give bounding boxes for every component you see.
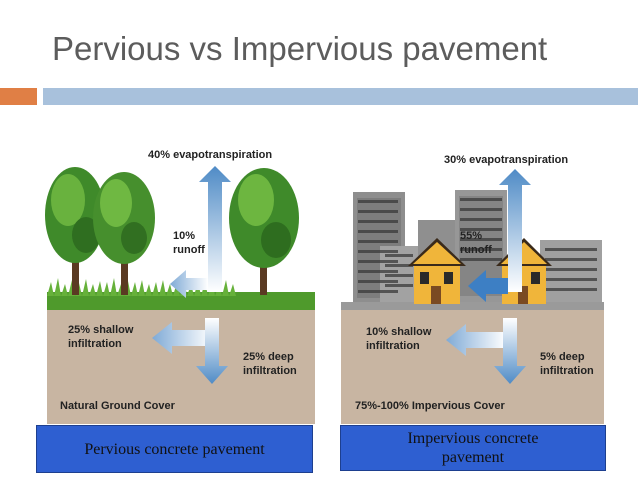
deep-infiltration-label-2: infiltration [243,365,297,377]
ground-layer [341,310,604,424]
evapotranspiration-label: 40% evapotranspiration [148,149,272,161]
runoff-arrow-icon [468,270,508,302]
tree-icon [229,168,299,295]
evapotranspiration-label: 30% evapotranspiration [444,154,568,166]
accent-bar-blue [43,88,638,105]
pervious-panel: 40% evapotranspiration 10% runoff 25% sh… [45,149,315,424]
deep-infiltration-label: 5% deep [540,351,585,363]
house-icon [408,238,466,304]
deep-infiltration-label-2: infiltration [540,365,594,377]
evapotranspiration-arrow-icon [499,169,531,292]
pervious-caption: Pervious concrete pavement [36,425,313,473]
slide-title: Pervious vs Impervious pavement [52,30,548,67]
shallow-infiltration-label: 25% shallow [68,324,134,336]
deep-infiltration-arrow-icon [196,318,228,384]
pervious-caption-text: Pervious concrete pavement [84,440,265,458]
runoff-label: runoff [460,244,492,256]
runoff-percent-label: 55% [460,230,482,242]
cover-label: Natural Ground Cover [60,400,176,412]
accent-bar-orange [0,88,37,105]
tree-icon [45,167,105,295]
impervious-caption: Impervious concrete pavement [340,425,606,471]
deep-infiltration-label: 25% deep [243,351,294,363]
impervious-caption-line1: Impervious concrete [407,430,539,447]
deep-infiltration-arrow-icon [494,318,526,384]
runoff-arrow-icon [170,270,208,298]
shallow-infiltration-arrow-icon [446,324,506,356]
evapotranspiration-arrow-icon [199,166,231,292]
pavement-surface [341,302,604,310]
grass-icon [47,278,315,310]
tree-icon [93,172,155,295]
impervious-panel: 30% evapotranspiration 55% runoff 10% sh… [341,154,604,424]
impervious-caption-line2: pavement [441,449,505,466]
shallow-infiltration-label-2: infiltration [366,340,420,352]
runoff-label: runoff [173,244,205,256]
shallow-infiltration-label: 10% shallow [366,326,432,338]
cover-label: 75%-100% Impervious Cover [355,400,506,412]
building-windows [358,198,597,293]
runoff-percent-label: 10% [173,230,195,242]
shallow-infiltration-arrow-icon [152,322,212,354]
ground-layer [47,310,315,424]
shallow-infiltration-label-2: infiltration [68,338,122,350]
